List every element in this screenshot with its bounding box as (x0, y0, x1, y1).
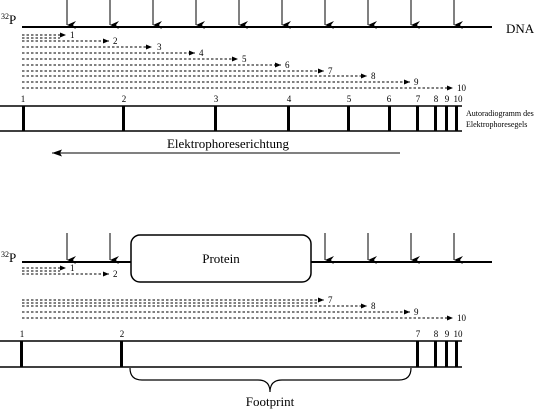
footprint-label: Footprint (246, 394, 295, 409)
top-gel: 1 2 3 4 5 6 7 8 9 10 Autoradiogramm des … (0, 94, 534, 132)
top-panel: 32P DNA 1 2 3 4 (0, 0, 535, 157)
gel-caption-line: Autoradiogramm des (466, 109, 534, 118)
bottom-isotope-element: P (9, 250, 16, 265)
fragment-label: 7 (328, 295, 333, 305)
fragment-label: 1 (70, 263, 75, 273)
gel-band (434, 341, 437, 367)
bottom-fragments: 1 2 7 8 9 10 (22, 263, 467, 323)
band-label: 2 (120, 329, 125, 339)
band-label: 9 (445, 329, 450, 339)
gel-band (445, 341, 448, 367)
gel-band (122, 106, 125, 131)
gel-band (347, 106, 350, 131)
gel-band (416, 106, 419, 131)
fragment-label: 9 (414, 77, 419, 87)
protein-box (130, 234, 312, 283)
band-label: 4 (287, 94, 292, 104)
gel-band (22, 106, 25, 131)
fragment-label: 7 (328, 66, 333, 76)
top-isotope-label: 32P (1, 12, 16, 27)
gel-band (120, 341, 123, 367)
gel-band (434, 106, 437, 131)
top-cleavage-arrows (66, 0, 463, 29)
footprint-brace (129, 367, 412, 393)
top-fragments: 1 2 3 4 5 6 7 8 9 10 (22, 30, 467, 93)
band-label: 1 (21, 94, 26, 104)
bottom-isotope-mass: 32 (1, 250, 9, 259)
fragment-label: 10 (457, 83, 467, 93)
fragment-label: 2 (113, 269, 118, 279)
fragment-label: 6 (285, 60, 290, 70)
fragment-label: 8 (371, 71, 376, 81)
band-label: 1 (20, 329, 25, 339)
bottom-isotope-label: 32P (1, 250, 16, 265)
fragment-label: 10 (457, 313, 467, 323)
fragment-label: 3 (157, 42, 162, 52)
gel-caption-line: Elektrophoresegels (466, 120, 527, 129)
band-label: 3 (214, 94, 219, 104)
band-label: 7 (416, 329, 421, 339)
gel-band (388, 106, 391, 131)
bottom-cleavage-arrows (66, 233, 463, 264)
top-dna-label: DNA (506, 21, 535, 36)
protein-label: Protein (202, 251, 240, 266)
band-label: 5 (347, 94, 352, 104)
gel-band (455, 106, 458, 131)
band-label: 10 (454, 94, 464, 104)
fragment-label: 1 (70, 30, 75, 40)
bottom-panel: 32P Protein 1 2 7 8 9 (0, 233, 492, 409)
band-label: 10 (454, 329, 464, 339)
gel-band (20, 341, 23, 367)
fragment-label: 2 (113, 36, 118, 46)
band-label: 8 (434, 329, 439, 339)
bottom-gel: 1 2 7 8 9 10 (0, 329, 464, 368)
gel-band (455, 341, 458, 367)
fragment-label: 5 (242, 54, 247, 64)
top-isotope-mass: 32 (1, 12, 9, 21)
fragment-label: 9 (414, 307, 419, 317)
gel-band (287, 106, 290, 131)
gel-band (445, 106, 448, 131)
gel-band (214, 106, 217, 131)
band-label: 8 (434, 94, 439, 104)
band-label: 2 (122, 94, 127, 104)
fragment-label: 4 (199, 48, 204, 58)
fragment-label: 8 (371, 301, 376, 311)
direction-label: Elektrophoreserichtung (167, 136, 290, 151)
band-label: 6 (387, 94, 392, 104)
top-isotope-element: P (9, 12, 16, 27)
band-label: 9 (445, 94, 450, 104)
gel-band (416, 341, 419, 367)
band-label: 7 (416, 94, 421, 104)
